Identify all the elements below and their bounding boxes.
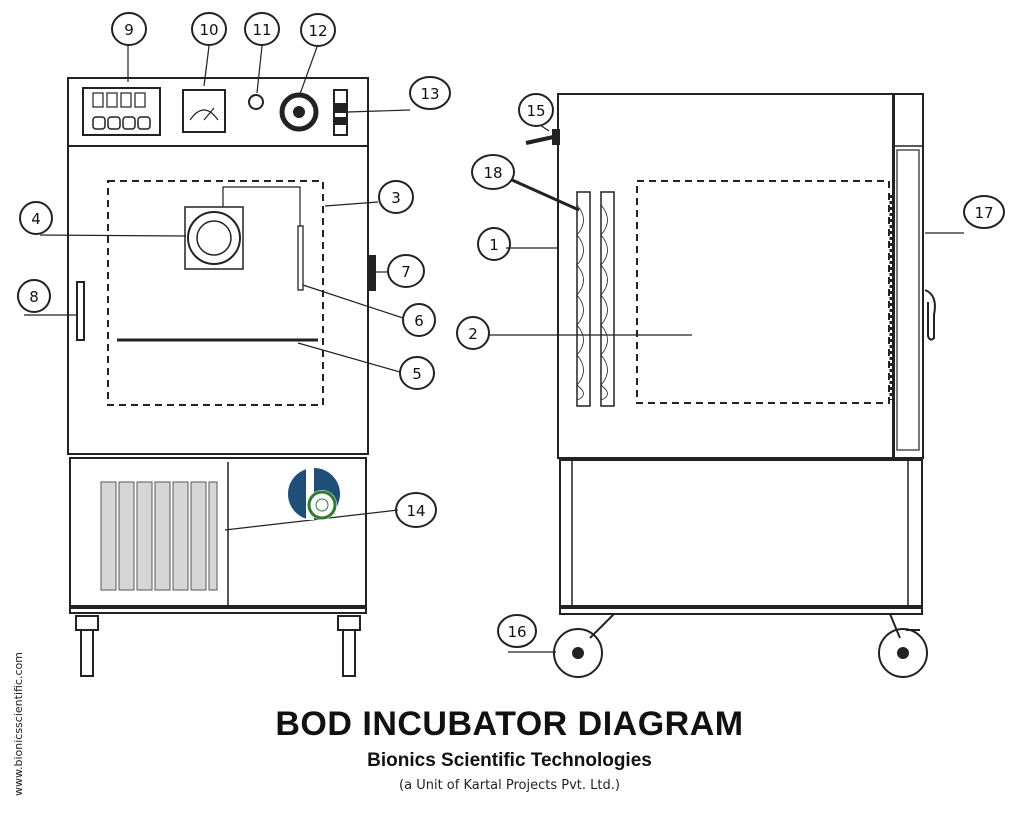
mcb-switch	[333, 89, 348, 136]
callout-3: 3	[391, 189, 401, 207]
meter-dial	[189, 109, 219, 121]
compressor-compartment	[69, 457, 367, 609]
side-door-handle	[924, 289, 936, 341]
side-view	[525, 93, 936, 678]
company-tagline: (a Unit of Kartal Projects Pvt. Ltd.)	[399, 778, 620, 793]
callout-5: 5	[412, 365, 422, 383]
callout-6: 6	[414, 312, 424, 330]
bod-incubator-diagram: 9 10 11 12 13 3 4 7 8 6 5 14 15 18 1 17 …	[17, 12, 1005, 678]
sensor-wire	[222, 186, 301, 226]
callout-circles	[17, 12, 1005, 648]
side-door-frame	[892, 93, 924, 459]
display-digits	[92, 92, 146, 108]
callout-15: 15	[526, 102, 545, 120]
front-legs	[75, 615, 361, 677]
bionics-logo	[288, 468, 340, 520]
analog-meter	[182, 89, 226, 133]
heater-insulation	[576, 191, 615, 407]
callout-17: 17	[974, 204, 993, 222]
leader-lines	[24, 45, 964, 653]
callout-4: 4	[31, 210, 41, 228]
temperature-knob	[279, 92, 319, 132]
indicator-lamp	[248, 94, 264, 110]
callout-13: 13	[420, 85, 439, 103]
website-url: www.bionicsscientific.com	[12, 652, 25, 796]
callout-1: 1	[489, 236, 499, 254]
castor-wheels	[553, 613, 928, 678]
callout-14: 14	[406, 502, 425, 520]
display-buttons	[92, 116, 151, 130]
callout-numbers: 9 10 11 12 13 3 4 7 8 6 5 14 15 18 1 17 …	[29, 21, 993, 641]
callout-7: 7	[401, 263, 411, 281]
company-name: Bionics Scientific Technologies	[367, 750, 652, 771]
inner-chamber	[107, 180, 324, 406]
page-title: BOD INCUBATOR DIAGRAM	[275, 705, 744, 743]
callout-8: 8	[29, 288, 39, 306]
ventilation-grill	[100, 481, 218, 591]
callout-9: 9	[124, 21, 134, 39]
callout-11: 11	[252, 21, 271, 39]
callout-2: 2	[468, 325, 478, 343]
callout-16: 16	[507, 623, 526, 641]
digital-display	[82, 87, 161, 136]
door-hinge	[367, 255, 376, 291]
callout-18: 18	[483, 164, 502, 182]
front-view	[67, 77, 376, 677]
temperature-sensor	[297, 225, 304, 291]
base-cabinet	[559, 459, 923, 609]
inner-chamber-side	[636, 180, 890, 404]
callout-10: 10	[199, 21, 218, 39]
front-door	[67, 145, 369, 455]
door-handle	[76, 281, 85, 341]
circulation-fan	[184, 206, 244, 270]
callout-12: 12	[308, 22, 327, 40]
